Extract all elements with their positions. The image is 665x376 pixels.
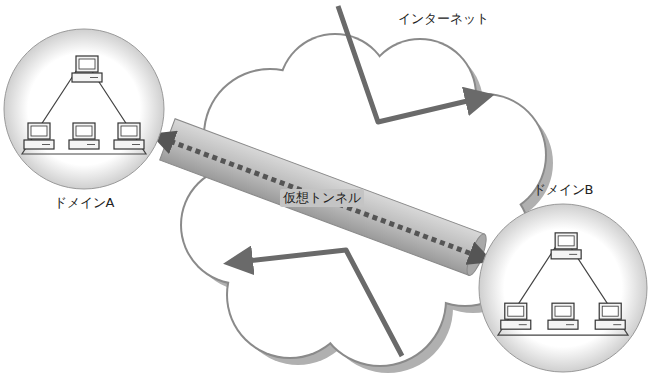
virtual-tunnel [160,119,490,278]
domain-name: ドメインB [533,181,594,199]
domain-network-illustration [478,203,648,373]
domain-name: ドメインA [54,194,115,212]
blocked-traffic-arrow [238,250,402,356]
tunnel-label: 仮想トンネル [280,189,364,207]
domain-circle: ドメインB [478,203,648,373]
domain-circle: ドメインA [3,28,165,190]
network-label: インターネット [398,10,489,28]
tunnel-connector [162,138,482,257]
domain-network-illustration [3,28,165,190]
